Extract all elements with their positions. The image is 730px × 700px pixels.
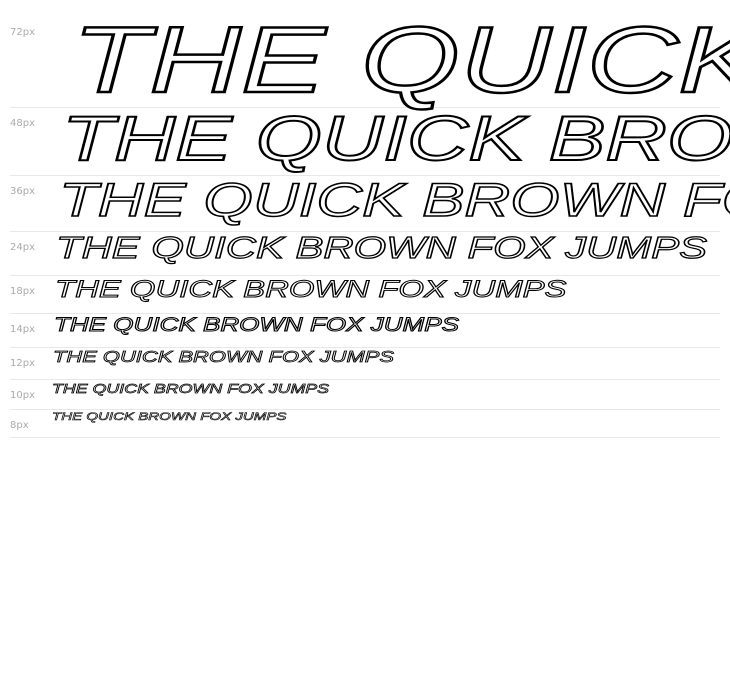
sample-text: THE QUICK BROWN FOX JUMPS	[55, 230, 708, 265]
size-label: 18px	[10, 286, 35, 297]
specimen-row-24: 24px THE QUICK BROWN FOX JUMPS	[10, 231, 720, 276]
specimen-row-10: 10px THE QUICK BROWN FOX JUMPS	[10, 379, 720, 410]
sample-text: THE QUICK BROWN FOX JUMPS	[52, 349, 395, 366]
sample-text: THE QUICK BROWN FOX JUMPS	[70, 7, 730, 112]
specimen-row-72: 72px THE QUICK BROWN FOX JUMPS	[10, 0, 730, 108]
sample-text: THE QUICK BROWN FOX JUMPS	[52, 411, 287, 423]
size-label: 36px	[10, 186, 35, 197]
specimen-row-18: 18px THE QUICK BROWN FOX JUMPS	[10, 275, 720, 314]
size-label: 10px	[10, 390, 35, 401]
size-label: 72px	[10, 27, 35, 38]
sample-text: THE QUICK BROWN FOX JUMPS	[58, 173, 730, 226]
size-label: 8px	[10, 420, 29, 431]
specimen-row-14: 14px THE QUICK BROWN FOX JUMPS	[10, 313, 720, 348]
specimen-row-48: 48px THE QUICK BROWN FOX JUMPS	[10, 107, 730, 176]
specimen-row-12: 12px THE QUICK BROWN FOX JUMPS	[10, 347, 720, 380]
sample-text: THE QUICK BROWN FOX JUMPS	[52, 381, 330, 396]
sample-text: THE QUICK BROWN FOX JUMPS	[54, 276, 567, 303]
size-label: 24px	[10, 242, 35, 253]
sample-text: THE QUICK BROWN FOX JUMPS	[53, 315, 459, 336]
sample-text: THE QUICK BROWN FOX JUMPS	[61, 104, 730, 174]
size-label: 14px	[10, 324, 35, 335]
size-label: 48px	[10, 118, 35, 129]
size-label: 12px	[10, 358, 35, 369]
specimen-row-8: 8px THE QUICK BROWN FOX JUMPS	[10, 409, 720, 438]
specimen-row-36: 36px THE QUICK BROWN FOX JUMPS	[10, 175, 730, 232]
